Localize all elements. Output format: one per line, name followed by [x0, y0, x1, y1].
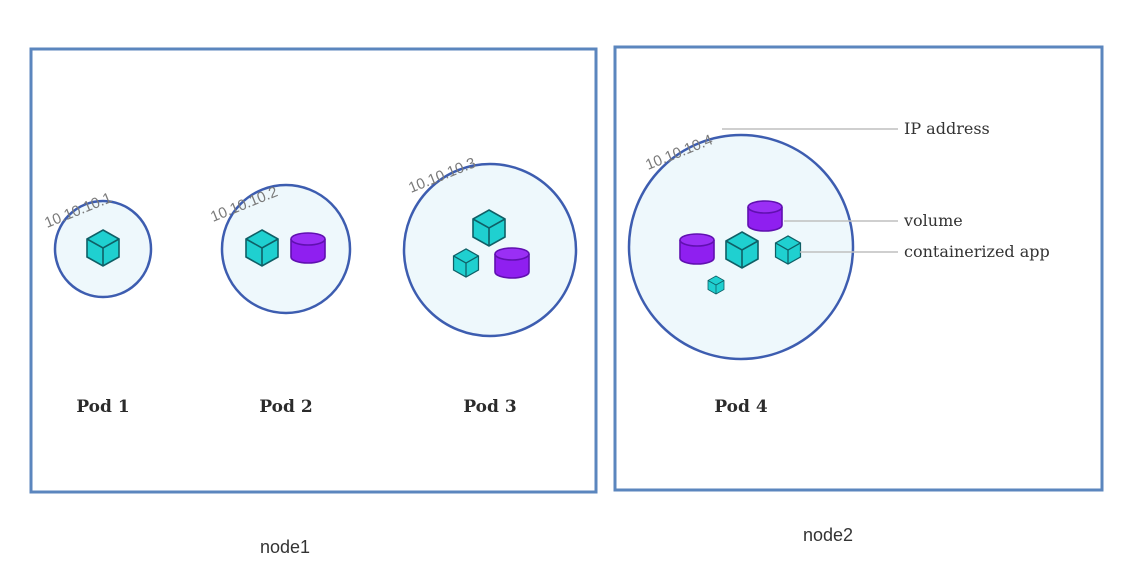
- volume-icon: [290, 232, 326, 264]
- container-icon: [452, 248, 480, 278]
- pod-label: Pod 1: [76, 397, 129, 417]
- container-icon: [86, 229, 120, 267]
- pod-3: 10.10.10.3 Pod 3: [402, 154, 578, 417]
- pod-label: Pod 2: [259, 397, 312, 417]
- pod-circle: [402, 162, 578, 338]
- pod-4: 10.10.10.4 Pod 4: [627, 131, 855, 417]
- volume-icon: [494, 247, 530, 279]
- legend-ip-address: IP address: [904, 119, 990, 138]
- container-icon: [707, 275, 725, 295]
- pod-label: Pod 4: [714, 397, 767, 417]
- pod-2: 10.10.10.2 Pod 2: [208, 183, 352, 417]
- node2-label: node2: [803, 525, 853, 545]
- volume-icon: [747, 200, 783, 232]
- pod-1: 10.10.10.1 Pod 1: [42, 189, 153, 417]
- container-icon: [245, 229, 279, 267]
- legend-containerized-app: containerized app: [904, 242, 1050, 261]
- legend-volume: volume: [903, 211, 963, 230]
- node2-box: [613, 45, 1104, 492]
- pod-circle: [220, 183, 352, 315]
- volume-icon: [679, 233, 715, 265]
- node1-label: node1: [260, 537, 310, 557]
- container-icon: [472, 209, 506, 247]
- node1-box: [29, 47, 598, 494]
- pod-label: Pod 3: [463, 397, 516, 417]
- container-icon: [774, 235, 802, 265]
- container-icon: [725, 231, 759, 269]
